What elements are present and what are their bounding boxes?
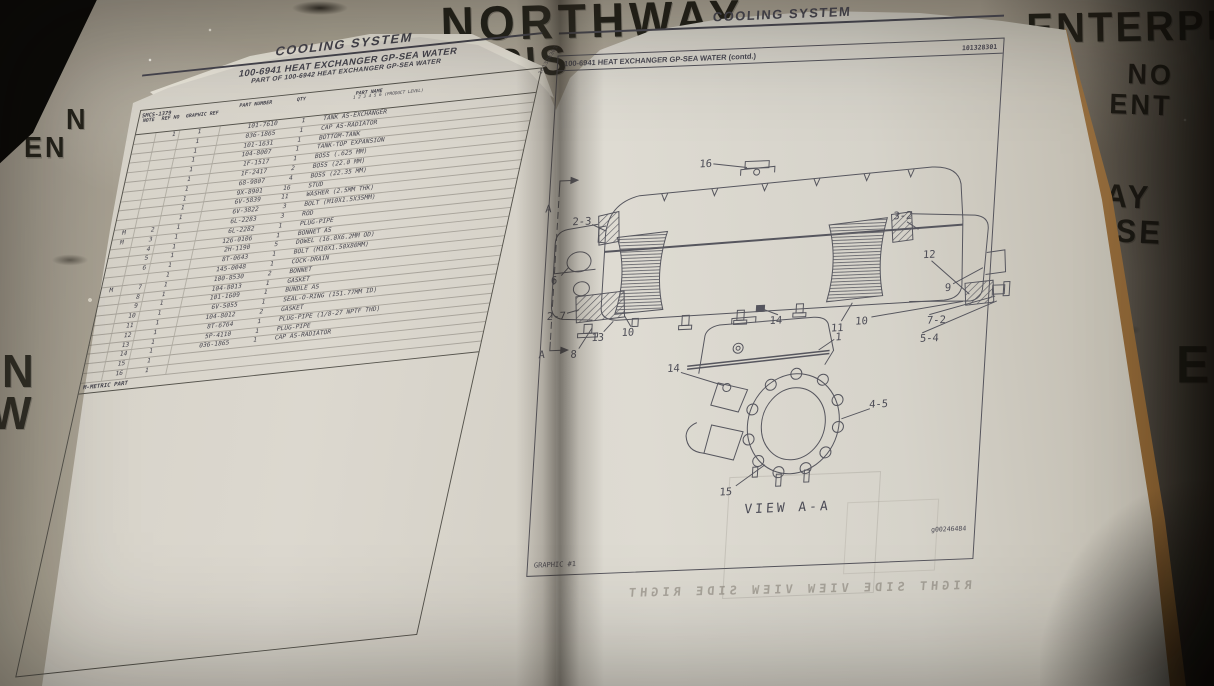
nozzle (710, 382, 749, 413)
callout: 13 (591, 332, 604, 344)
graphic-number-label: GRAPHIC #1 (533, 560, 577, 570)
flange-ring-inner (760, 387, 826, 461)
callout: 8 (570, 349, 577, 361)
tube-bundle-left (614, 230, 669, 315)
callout: 14 (667, 363, 680, 375)
bonnet-port (572, 281, 590, 297)
page-bleed-through (843, 498, 940, 575)
lid-notches (661, 169, 915, 202)
callout: 15 (719, 486, 732, 498)
callout-a: A (538, 349, 546, 361)
stencil-text-fragment: N (2, 346, 37, 398)
callout: 7-2 (927, 314, 947, 327)
flange-bolts (742, 367, 844, 479)
callout: 2-7 (546, 310, 566, 323)
plug-stub (991, 284, 1006, 295)
stencil-text-fragment: N (66, 104, 89, 136)
lower-left-hatch (575, 290, 626, 324)
right-doc-number: 101328301 (961, 42, 998, 52)
callout: 2-3 (572, 216, 592, 229)
stencil-text-fragment: EN (24, 132, 68, 164)
col-note: NOTE (142, 117, 156, 125)
filler-cap (744, 160, 770, 170)
stencil-text-fragment: W (0, 388, 35, 441)
right-cap-hatch (890, 211, 914, 243)
callout: 10 (855, 315, 868, 327)
callout: 12 (923, 249, 936, 261)
expansion-tank-outline (698, 316, 835, 374)
callout: 1 (835, 331, 842, 343)
callout: 14 (769, 315, 782, 327)
nozzle (703, 424, 744, 461)
heat-exchanger-diagram: A A 16 2-3 6 2-7 8 13 10 14 11 10 1 12 9… (538, 158, 1011, 517)
view-label: VIEW A-A (744, 499, 831, 517)
callout: 5-4 (920, 332, 940, 345)
callout: 6 (551, 275, 558, 287)
callout: 3-2 (893, 210, 913, 223)
bleed-through-text: RIGHT SIDE VIEW VIEW SIDE RIGHT (624, 578, 973, 600)
stud-14 (755, 304, 766, 313)
callout-a: A (545, 203, 553, 215)
shadow-corner (1040, 480, 1214, 686)
callout: 16 (699, 158, 712, 170)
right-group-title: 100-6941 HEAT EXCHANGER GP-SEA WATER (co… (563, 51, 757, 69)
callout: 4-5 (869, 398, 889, 411)
tube-bundle-right (825, 217, 889, 303)
callout: 11 (831, 322, 844, 334)
col-ref-no: REF NO (160, 114, 181, 123)
right-page-content: COOLING SYSTEM 100-6941 HEAT EXCHANGER G… (508, 0, 1157, 685)
gasket-seam (687, 349, 830, 370)
callout: 10 (621, 326, 634, 338)
bonnet-port (566, 251, 592, 273)
callout: 9 (944, 282, 951, 294)
